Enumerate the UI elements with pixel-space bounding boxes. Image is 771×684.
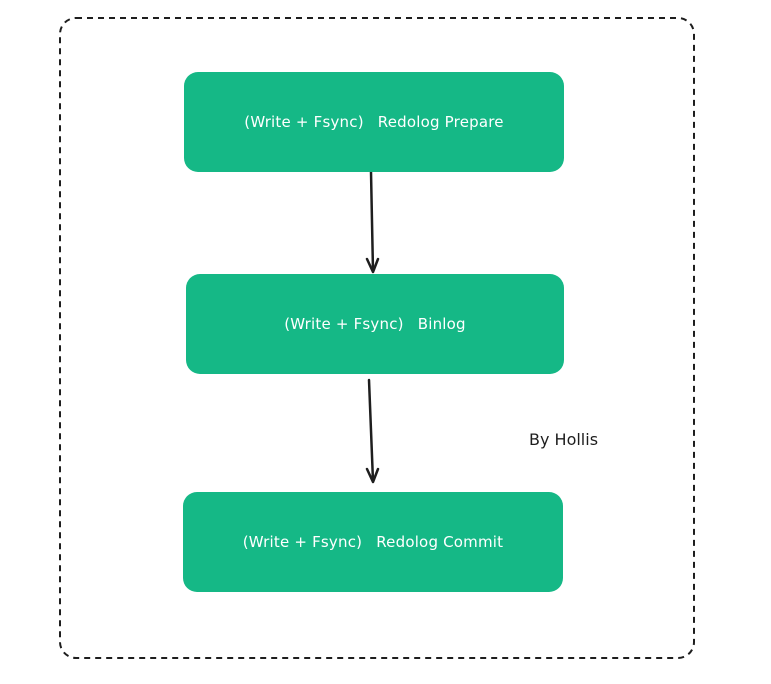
step-binlog: (Write + Fsync) Binlog (186, 274, 564, 374)
step-label: Binlog (417, 315, 466, 333)
arrow-binlog-to-commit (365, 378, 380, 484)
step-redolog-prepare: (Write + Fsync) Redolog Prepare (184, 72, 564, 172)
step-label: Redolog Prepare (377, 113, 504, 131)
arrow-prepare-to-binlog (365, 170, 380, 274)
step-prefix: (Write + Fsync) (284, 315, 404, 333)
step-label: Redolog Commit (376, 533, 504, 551)
dashed-group-frame (59, 17, 695, 659)
step-prefix: (Write + Fsync) (244, 113, 364, 131)
step-prefix: (Write + Fsync) (242, 533, 363, 551)
author-byline: By Hollis (529, 430, 599, 449)
step-redolog-commit: (Write + Fsync) Redolog Commit (183, 492, 563, 592)
